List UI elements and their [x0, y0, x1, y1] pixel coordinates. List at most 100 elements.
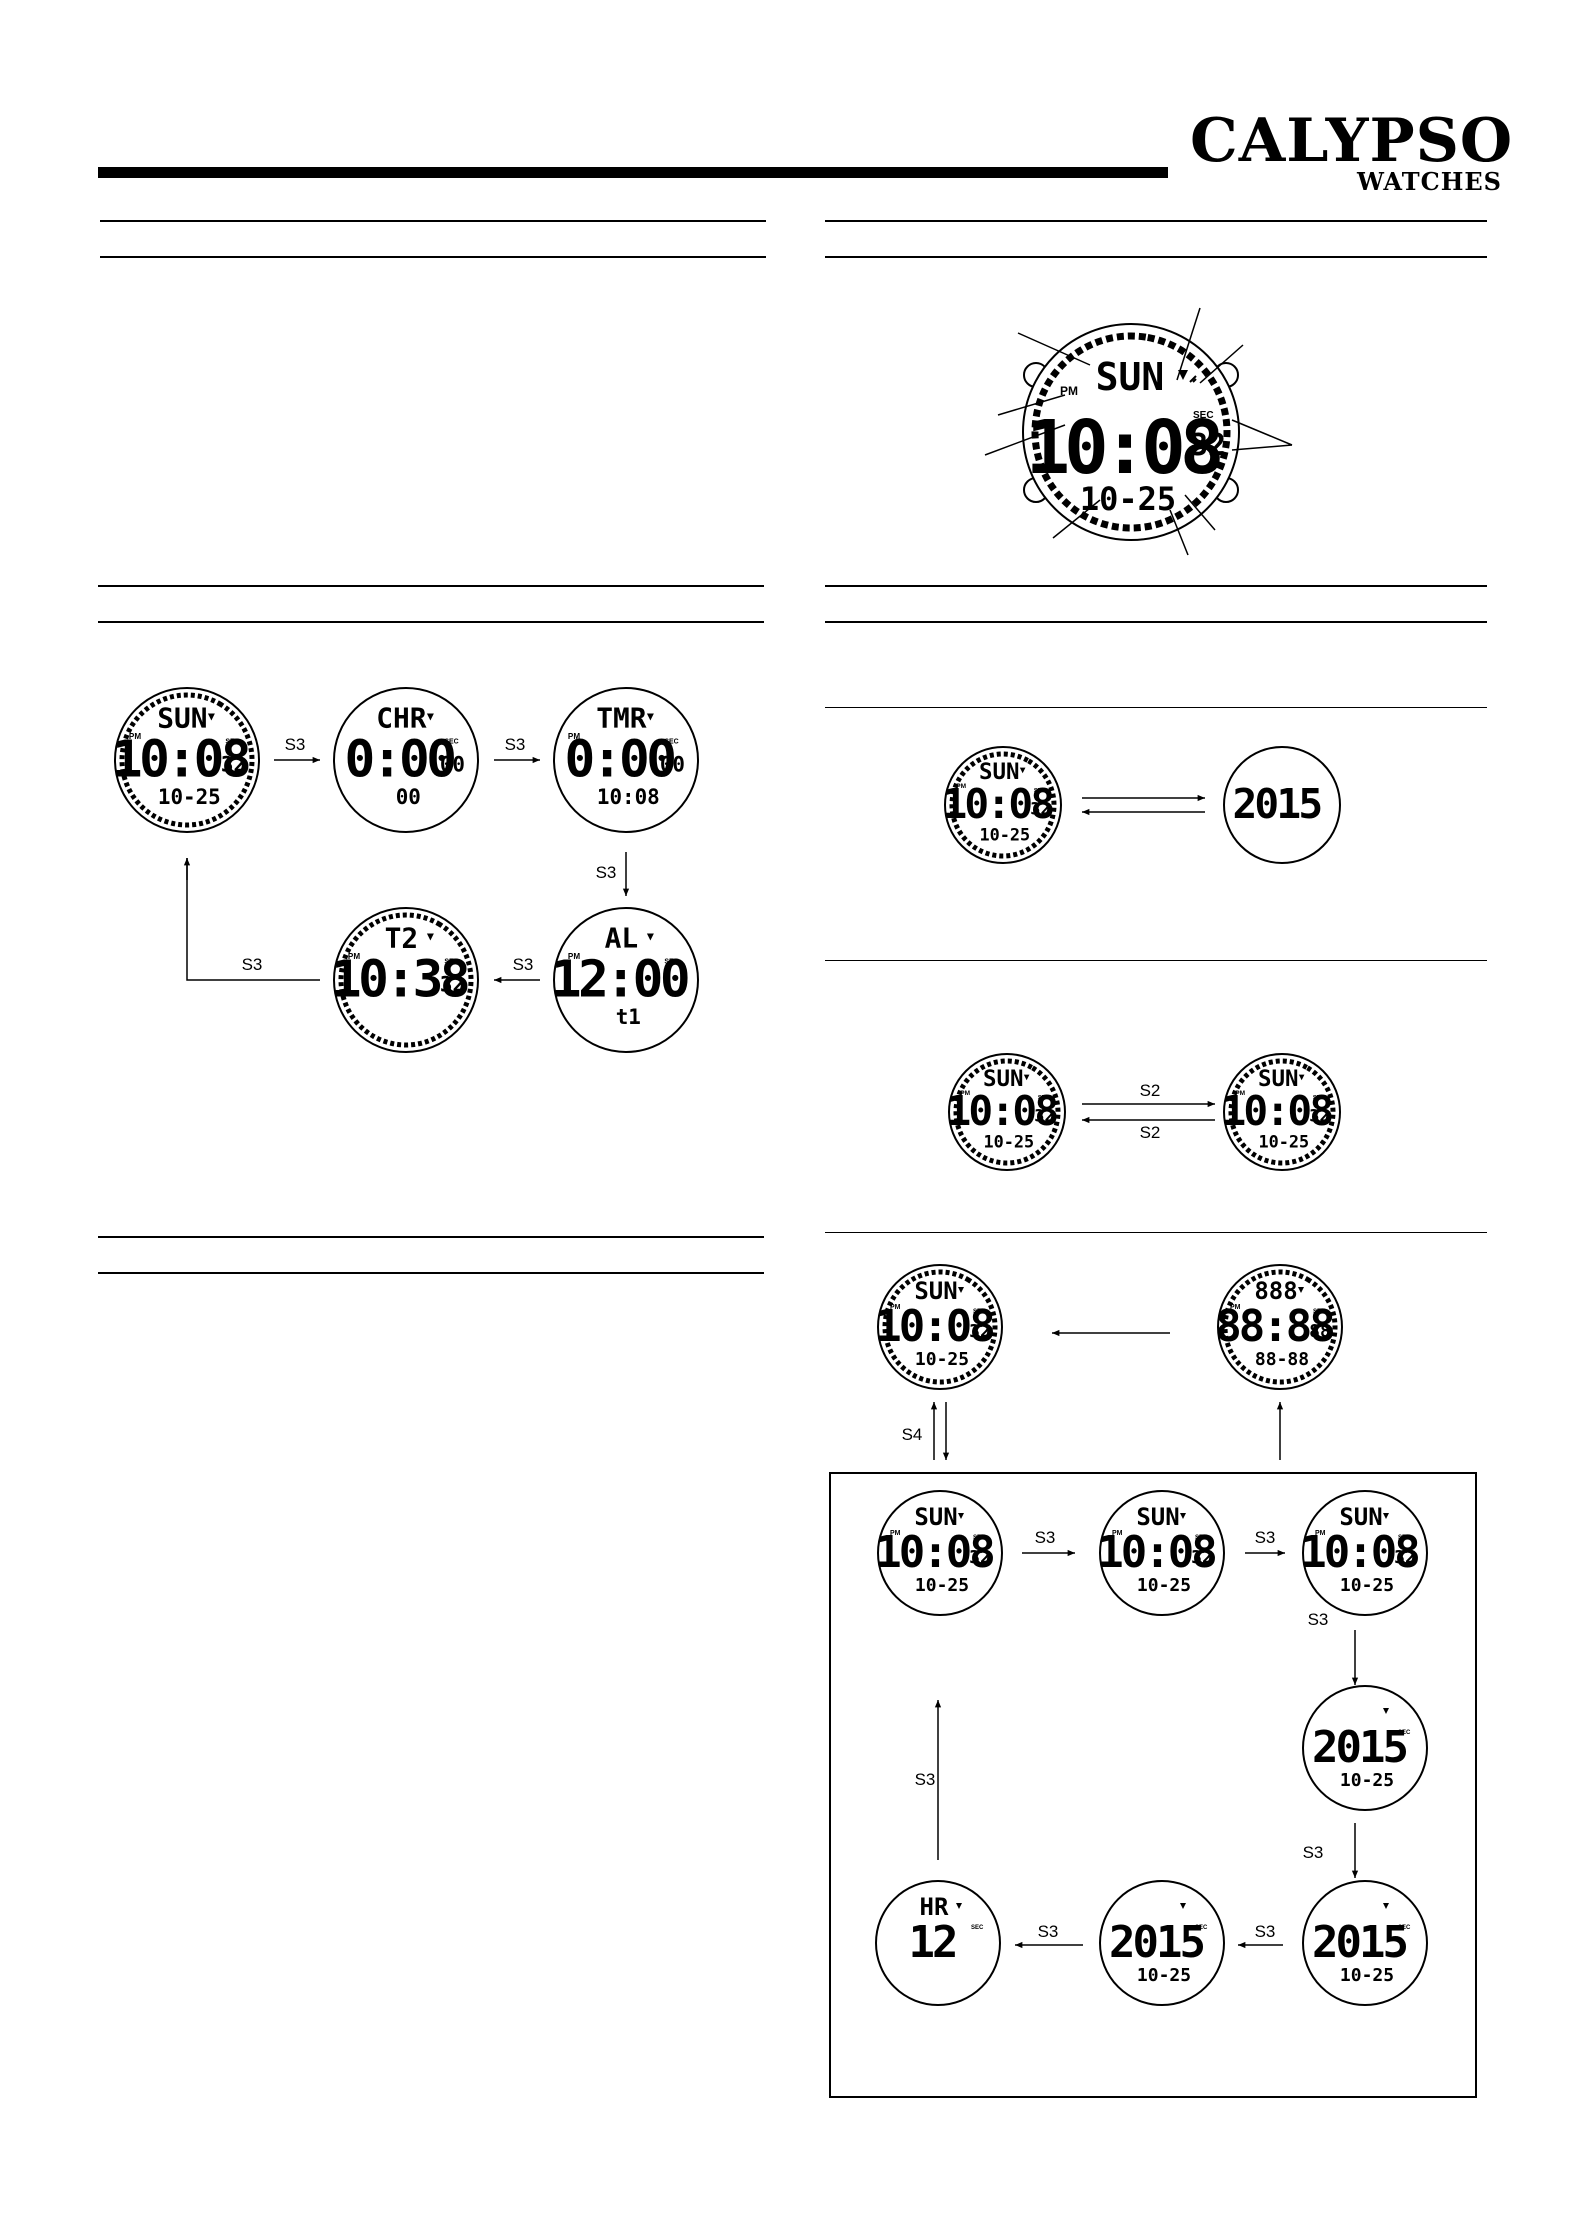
lcd-sec: 32	[969, 1321, 991, 1342]
arrow-head	[1082, 808, 1090, 816]
brand-sub: WATCHES	[1357, 167, 1502, 196]
watch-bezel	[877, 1264, 1003, 1390]
lcd-sec-label: SEC	[971, 1925, 984, 1931]
lcd-pm: PM	[960, 1090, 970, 1097]
lcd-date: 10-25	[1080, 480, 1176, 518]
button-label: S3	[285, 735, 306, 754]
lcd-main: 10:08	[1097, 1527, 1215, 1578]
lcd-sec: 32	[1191, 1547, 1213, 1568]
lcd-sec-label: SEC	[664, 739, 678, 746]
lcd-pm: PM	[890, 1530, 901, 1537]
arrow-head	[1052, 1329, 1060, 1337]
alarm-icon	[1019, 767, 1026, 774]
arrow-head	[1351, 1870, 1359, 1878]
lcd-main: 12	[909, 1917, 956, 1968]
alarm-icon	[1383, 1903, 1389, 1909]
watch-bezel	[877, 1490, 1003, 1616]
watch-bezel	[553, 907, 699, 1053]
arrow-head	[532, 756, 540, 764]
button-label: S3	[1303, 1843, 1324, 1862]
watch-bezel	[1099, 1880, 1225, 2006]
watch-bezel	[114, 687, 260, 833]
button-label: S3	[242, 955, 263, 974]
watch-bezel	[333, 687, 479, 833]
alarm-icon	[1383, 1513, 1389, 1519]
watch-bezel	[1223, 746, 1341, 864]
lcd-sec-label: SEC	[1398, 1535, 1411, 1541]
lcd-bottom: 10:08	[597, 785, 660, 809]
button-label: S3	[513, 955, 534, 974]
lcd-main: 10:08	[946, 1087, 1057, 1135]
lcd-sec: 32	[221, 753, 246, 777]
lcd-top: SUN	[914, 1277, 957, 1305]
lcd-main: 10:08	[1300, 1527, 1418, 1578]
lcd-top: TMR	[596, 701, 647, 734]
seconds-ring	[119, 692, 255, 828]
button-label: S3	[1255, 1922, 1276, 1941]
button-label: S2	[1140, 1081, 1161, 1100]
seconds-ring	[949, 751, 1057, 859]
lcd-bottom: 10-25	[1340, 1965, 1394, 1986]
lcd-sec: 32	[1030, 798, 1050, 818]
lcd-top: SUN	[983, 1066, 1024, 1092]
alarm-icon	[646, 933, 654, 941]
lcd-sec-label: SEC	[1398, 1925, 1411, 1931]
lcd-main: 88:88	[1215, 1301, 1333, 1352]
lcd-main: 10:38	[331, 950, 468, 1009]
lcd-pm: PM	[956, 783, 966, 790]
lcd-bottom: 10-25	[158, 785, 221, 809]
button-label: S3	[915, 1770, 936, 1789]
setting-sequence-box	[829, 1472, 1477, 2098]
return-line	[186, 858, 320, 981]
lcd-bottom: 10-25	[984, 1132, 1035, 1152]
lcd-bottom: 10-25	[915, 1575, 969, 1596]
lcd-bottom: 10-25	[1137, 1575, 1191, 1596]
lcd-sec-label: SEC	[1193, 410, 1214, 421]
arrow-head	[930, 1402, 938, 1410]
alarm-icon	[1023, 1074, 1030, 1081]
lcd-sec-label: SEC	[1313, 1309, 1326, 1315]
lcd-sec-label: SEC	[444, 739, 458, 746]
watch-bezel	[875, 1880, 1001, 2006]
lcd-top: SUN	[1258, 1066, 1299, 1092]
watch-bezel	[553, 687, 699, 833]
seconds-ring	[1228, 1058, 1336, 1166]
arrow-head	[494, 976, 502, 984]
arrow-head	[1277, 1549, 1285, 1557]
lcd-bottom: 10-25	[915, 1349, 969, 1370]
lcd-sec: 32	[440, 973, 465, 997]
button-label: S2	[1140, 1123, 1161, 1142]
watch-bezel	[1302, 1880, 1428, 2006]
section-rule	[825, 220, 1487, 222]
watch-bezel	[1099, 1490, 1225, 1616]
lcd-sec-label: SEC	[973, 1535, 986, 1541]
lcd-sec: 32	[1309, 1105, 1329, 1125]
section-rule	[98, 1272, 764, 1274]
lcd-top: SUN	[1339, 1503, 1382, 1531]
arrow-head	[1238, 1941, 1246, 1949]
arrow-head	[1015, 1941, 1023, 1949]
lcd-bottom: 10-25	[1340, 1575, 1394, 1596]
alarm-icon	[958, 1513, 964, 1519]
lcd-day: SUN	[1096, 355, 1165, 399]
lcd-pm: PM	[129, 732, 141, 741]
alarm-icon	[1383, 1708, 1389, 1714]
lcd-sec-label: SEC	[1195, 1535, 1208, 1541]
lcd-top: AL	[605, 921, 639, 954]
lcd-main: 2015	[1232, 780, 1320, 828]
